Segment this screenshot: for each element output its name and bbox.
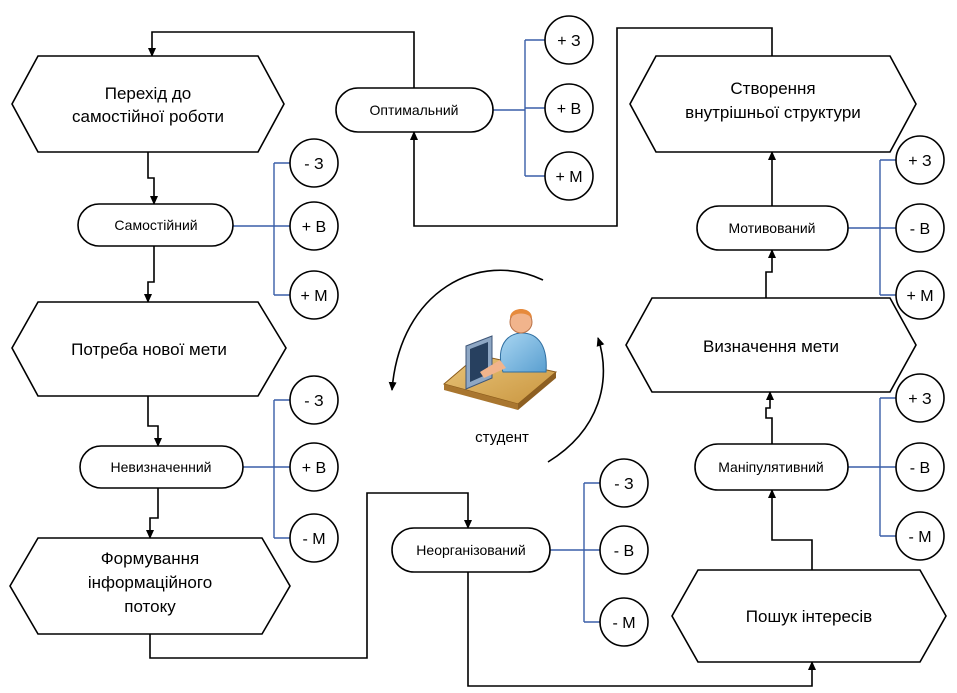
cycle-arrow-left xyxy=(388,269,544,391)
state-formuvannia-label-1: Формування xyxy=(101,549,200,568)
mark-optymalnyi-z-label: + З xyxy=(557,33,580,50)
state-stvorennia-label-1: Створення xyxy=(730,79,815,98)
connectors xyxy=(144,27,816,687)
state-stvorennia-label-2: внутрішньої структури xyxy=(685,103,861,122)
mark-neorhanizovanyi-v-label: - В xyxy=(614,543,634,560)
mark-samostiinyi-v xyxy=(289,201,339,251)
mark-manipuliatyvnyi-z xyxy=(895,373,945,423)
role-nevyznachenyi xyxy=(79,445,244,489)
mark-neorhanizovanyi-m-label: - М xyxy=(612,615,635,632)
role-manipuliatyvnyi xyxy=(694,443,849,491)
role-samostiinyi-label: Самостійний xyxy=(114,217,197,233)
mark-samostiinyi-m-label: + М xyxy=(300,288,327,305)
role-optymalnyi xyxy=(335,87,494,133)
mark-nevyznachenyi-v xyxy=(289,442,339,492)
conn-form-to-neorg xyxy=(149,492,472,659)
state-stvorennia xyxy=(629,55,917,153)
role-samostiinyi xyxy=(77,203,234,247)
role-neorhanizovanyi-label: Неорганізований xyxy=(416,542,525,558)
state-potreba xyxy=(11,301,287,397)
conn-neorg-to-poshuk xyxy=(467,572,816,687)
mark-motyvovanyi-z-label: + З xyxy=(908,153,931,170)
mark-motyvovanyi-m-label: + М xyxy=(906,288,933,305)
mark-optymalnyi-v xyxy=(544,83,594,133)
state-vyznachennia xyxy=(625,297,917,393)
center-cycle xyxy=(388,269,605,463)
cycle-arrow-right xyxy=(547,337,605,463)
mark-optymalnyi-v-label: + В xyxy=(557,101,581,118)
state-formuvannia-label-2: інформаційного xyxy=(88,573,212,592)
mark-manipuliatyvnyi-m xyxy=(895,511,945,561)
mark-motyvovanyi-v xyxy=(895,203,945,253)
mark-samostiinyi-m xyxy=(289,270,339,320)
conn-nevyzn-to-form xyxy=(146,488,159,539)
mark-samostiinyi-v-label: + В xyxy=(302,219,326,236)
mark-optymalnyi-m xyxy=(544,151,594,201)
role-motyvovanyi-label: Мотивований xyxy=(728,220,815,236)
mark-motyvovanyi-z xyxy=(895,135,945,185)
mark-motyvovanyi-m xyxy=(895,270,945,320)
role-manipuliatyvnyi-label: Маніпулятивний xyxy=(718,459,824,475)
state-formuvannia xyxy=(9,537,291,635)
branches xyxy=(233,39,896,623)
mark-nevyznachenyi-v-label: + В xyxy=(302,460,326,477)
state-perekhid-label-1: Перехід до xyxy=(105,84,192,103)
state-perekhid-label-2: самостійної роботи xyxy=(72,107,224,126)
mark-motyvovanyi-v-label: - В xyxy=(910,221,930,238)
role-optymalnyi-label: Оптимальний xyxy=(370,102,459,118)
state-potreba-label: Потреба нової мети xyxy=(71,340,227,359)
mark-optymalnyi-m-label: + М xyxy=(555,169,582,186)
mark-nevyznachenyi-m xyxy=(289,513,339,563)
state-perekhid xyxy=(11,55,285,153)
mark-optymalnyi-z xyxy=(544,15,594,65)
role-nevyznachenyi-label: Невизначенний xyxy=(111,459,212,475)
mark-samostiinyi-z-label: - З xyxy=(304,156,323,173)
student-label: студент xyxy=(475,429,529,446)
state-vyznachennia-label: Визначення мети xyxy=(703,337,839,356)
mark-neorhanizovanyi-z-label: - З xyxy=(614,476,633,493)
student-icon xyxy=(442,309,558,410)
conn-samost-to-potreba xyxy=(144,246,155,303)
mark-nevyznachenyi-z xyxy=(289,375,339,425)
mark-neorhanizovanyi-m xyxy=(599,597,649,647)
conn-poshuk-to-manip xyxy=(768,489,813,570)
conn-potreba-to-nevyzn xyxy=(147,396,162,447)
role-motyvovanyi xyxy=(696,205,849,251)
conn-vyzn-to-motyv xyxy=(765,249,776,298)
conn-opt-to-perekhid xyxy=(148,31,415,88)
mark-manipuliatyvnyi-v-label: - В xyxy=(910,460,930,477)
mark-manipuliatyvnyi-v xyxy=(895,442,945,492)
conn-stvor-to-opt xyxy=(410,27,773,227)
state-poshuk-label: Пошук інтересів xyxy=(746,607,872,626)
mark-neorhanizovanyi-z xyxy=(599,458,649,508)
mark-manipuliatyvnyi-z-label: + З xyxy=(908,391,931,408)
role-neorhanizovanyi xyxy=(391,527,551,573)
mark-manipuliatyvnyi-m-label: - М xyxy=(908,529,931,546)
mark-samostiinyi-z xyxy=(289,138,339,188)
state-poshuk xyxy=(671,569,947,663)
conn-manip-to-vyzn xyxy=(765,391,774,444)
conn-perekhid-to-samost xyxy=(147,152,158,205)
mark-neorhanizovanyi-v xyxy=(599,525,649,575)
mark-nevyznachenyi-z-label: - З xyxy=(304,393,323,410)
mark-nevyznachenyi-m-label: - М xyxy=(302,531,325,548)
state-formuvannia-label-3: потоку xyxy=(124,597,176,616)
